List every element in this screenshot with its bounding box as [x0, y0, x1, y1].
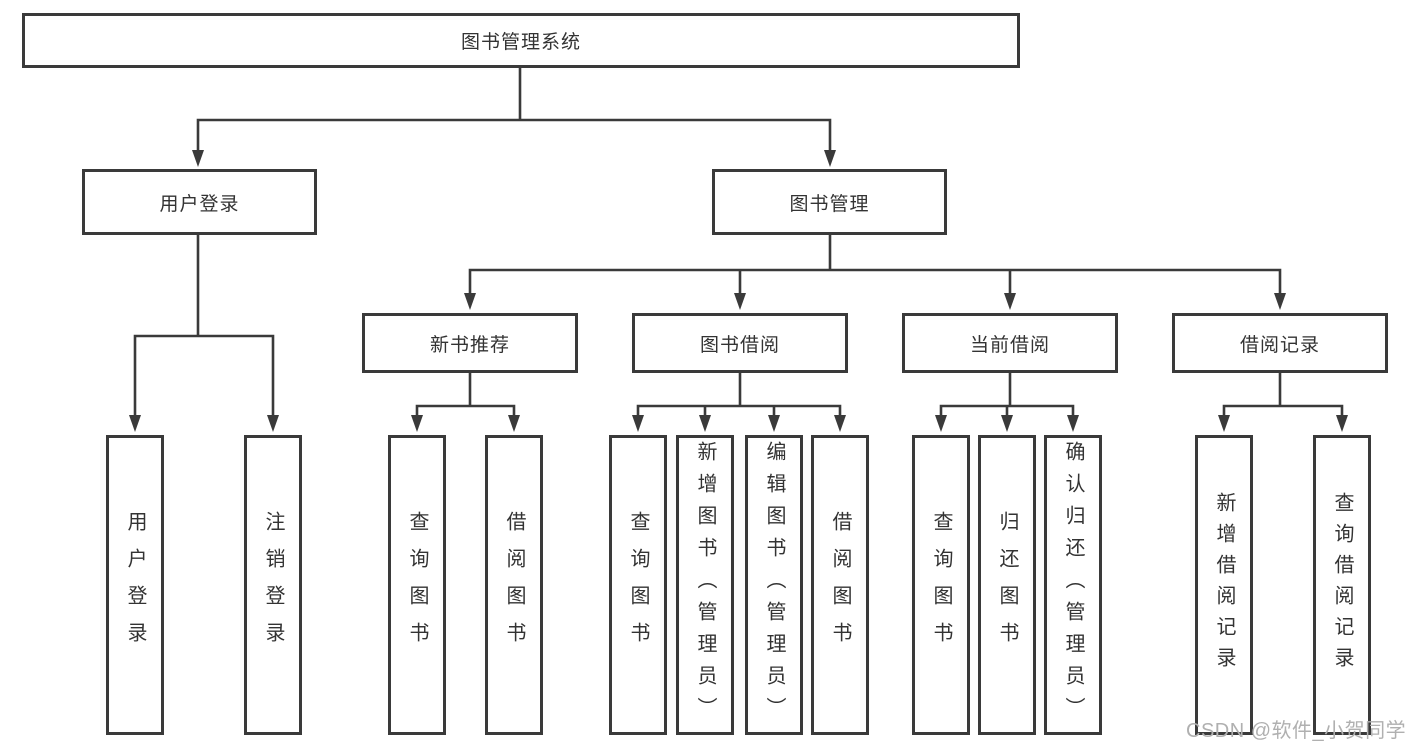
leaf-return-books: 归还图书: [978, 435, 1036, 735]
leaf-query-books-borrowing: 查询图书: [609, 435, 667, 735]
node-book-management: 图书管理: [712, 169, 947, 235]
node-label: 新书推荐: [429, 334, 510, 356]
leaf-label: 查询借阅记录: [1331, 492, 1353, 678]
leaf-logout: 注销登录: [244, 435, 302, 735]
leaf-query-books-recommend: 查询图书: [388, 435, 446, 735]
node-label: 当前借阅: [969, 334, 1050, 356]
node-user-login: 用户登录: [82, 169, 317, 235]
node-label: 图书管理: [789, 193, 870, 215]
arrowhead-icons: [129, 150, 1348, 432]
leaf-confirm-return-admin: 确认归还（管理员）: [1044, 435, 1102, 735]
leaf-borrow-books: 借阅图书: [811, 435, 869, 735]
node-label: 图书管理系统: [460, 32, 581, 53]
leaf-label: 归还图书: [996, 511, 1018, 659]
node-label: 用户登录: [159, 193, 240, 215]
leaf-query-books-current: 查询图书: [912, 435, 970, 735]
leaf-user-login: 用户登录: [106, 435, 164, 735]
leaf-add-borrow-record: 新增借阅记录: [1195, 435, 1253, 735]
leaf-edit-books-admin: 编辑图书（管理员）: [745, 435, 803, 735]
leaf-query-borrow-record: 查询借阅记录: [1313, 435, 1371, 735]
node-current-borrowing: 当前借阅: [902, 313, 1118, 373]
leaf-label: 编辑图书（管理员）: [763, 441, 785, 729]
node-new-book-recommend: 新书推荐: [362, 313, 578, 373]
watermark: CSDN @软件_小贺同学: [1186, 720, 1405, 742]
node-label: 图书借阅: [699, 334, 780, 356]
leaf-label: 用户登录: [124, 511, 146, 659]
leaf-borrow-books-recommend: 借阅图书: [485, 435, 543, 735]
node-library-management-system: 图书管理系统: [22, 13, 1020, 68]
leaf-label: 新增借阅记录: [1213, 492, 1235, 678]
node-book-borrowing: 图书借阅: [632, 313, 848, 373]
leaf-label: 查询图书: [406, 511, 428, 659]
leaf-add-books-admin: 新增图书（管理员）: [676, 435, 734, 735]
leaf-label: 确认归还（管理员）: [1062, 441, 1084, 729]
leaf-label: 注销登录: [262, 511, 284, 659]
leaf-label: 借阅图书: [829, 511, 851, 659]
node-label: 借阅记录: [1239, 334, 1320, 356]
leaf-label: 借阅图书: [503, 511, 525, 659]
leaf-label: 新增图书（管理员）: [694, 441, 716, 729]
node-borrowing-records: 借阅记录: [1172, 313, 1388, 373]
leaf-label: 查询图书: [930, 511, 952, 659]
leaf-label: 查询图书: [627, 511, 649, 659]
